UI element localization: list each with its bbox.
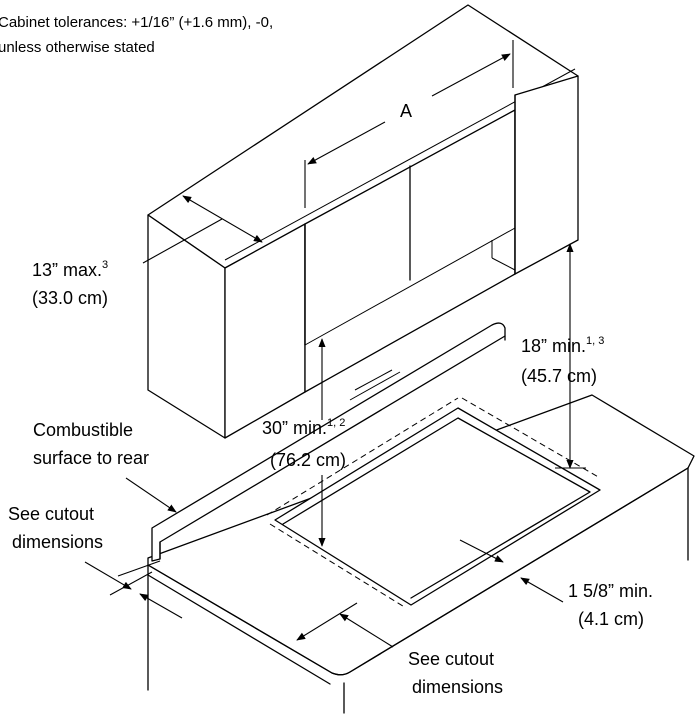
side-clearance-ref: 1, 3 (586, 335, 604, 347)
svg-text:18” min.1, 3: 18” min.1, 3 (521, 335, 604, 356)
depth-label: 13” max.3 (33.0 cm) (32, 259, 108, 308)
left-cutout-dimension (84, 560, 183, 619)
combustible-line2: surface to rear (33, 448, 149, 468)
front-edge-dimension (459, 539, 564, 603)
tolerance-note-line2: unless otherwise stated (0, 39, 155, 56)
side-clearance-dimension (555, 243, 586, 469)
bottom-cutout-dimension (296, 602, 394, 648)
side-clearance-metric: (45.7 cm) (521, 366, 597, 386)
cutout-bottom-label: See cutout dimensions (408, 649, 503, 697)
cutout-left-line2: dimensions (12, 532, 103, 552)
dimension-a: A (304, 40, 514, 208)
top-clearance-ref: 1, 2 (327, 417, 345, 429)
top-clearance-metric: (76.2 cm) (270, 450, 346, 470)
side-clearance-label: 18” min.1, 3 (45.7 cm) (521, 335, 604, 386)
front-edge-metric: (4.1 cm) (578, 609, 644, 629)
depth-ref: 3 (102, 259, 108, 271)
svg-text:13” max.3: 13” max.3 (32, 259, 108, 280)
front-edge-value: 1 5/8” min. (568, 581, 653, 601)
top-clearance-value: 30” min. (262, 418, 327, 438)
combustible-label: Combustible surface to rear (33, 420, 149, 468)
cutout-bottom-line2: dimensions (412, 677, 503, 697)
top-clearance-label: 30” min.1, 2 (76.2 cm) (262, 417, 346, 470)
cutout-bottom-line1: See cutout (408, 649, 494, 669)
tolerance-note: Cabinet tolerances: +1/16” (+1.6 mm), -0… (0, 14, 273, 56)
cutout-left-label: See cutout dimensions (8, 504, 103, 552)
combustible-leader (125, 477, 177, 513)
cooktop-cutout (266, 397, 601, 609)
cutout-left-line1: See cutout (8, 504, 94, 524)
depth-dimension (142, 195, 263, 264)
depth-metric: (33.0 cm) (32, 288, 108, 308)
combustible-line1: Combustible (33, 420, 133, 440)
side-clearance-value: 18” min. (521, 336, 586, 356)
depth-value: 13” max. (32, 260, 102, 280)
tolerance-note-line1: Cabinet tolerances: +1/16” (+1.6 mm), -0… (0, 14, 273, 31)
svg-text:30” min.1, 2: 30” min.1, 2 (262, 417, 345, 438)
dimension-a-label: A (400, 101, 412, 121)
front-edge-label: 1 5/8” min. (4.1 cm) (568, 581, 653, 629)
